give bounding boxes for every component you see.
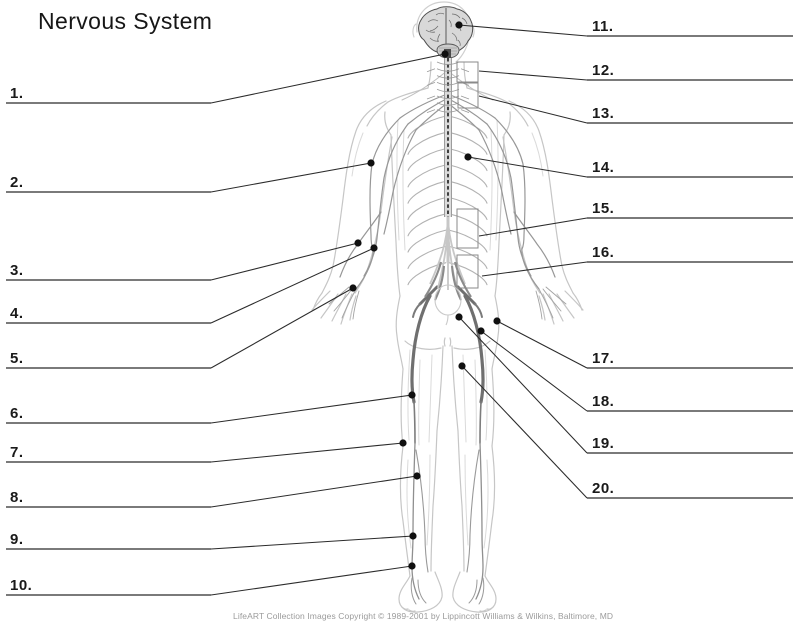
- label-leader-4: [6, 244, 378, 324]
- pointer-line-5: [210, 287, 354, 369]
- spine-segment-box-4: [456, 254, 479, 289]
- pointer-line-13: [478, 95, 588, 124]
- pointer-line-6: [210, 394, 413, 424]
- pointer-line-3: [210, 242, 359, 281]
- label-leader-8: [6, 472, 421, 508]
- pointer-dot-1: [441, 50, 449, 58]
- pointer-line-12: [478, 70, 588, 81]
- label-leader-2: [6, 159, 375, 193]
- pointer-line-9: [210, 535, 414, 550]
- label-leader-5: [6, 284, 357, 369]
- pointer-line-17: [496, 320, 588, 369]
- label-leader-12: [478, 70, 793, 81]
- label-leader-6: [6, 391, 416, 424]
- label-number-1: 1.: [10, 85, 24, 102]
- label-number-17: 17.: [592, 350, 615, 367]
- pointer-dot-3: [354, 239, 362, 247]
- label-number-3: 3.: [10, 262, 24, 279]
- pointer-dot-4: [370, 244, 378, 252]
- label-number-2: 2.: [10, 174, 24, 191]
- label-leader-7: [6, 439, 407, 463]
- pointer-line-16: [481, 261, 588, 277]
- pointer-dot-6: [408, 391, 416, 399]
- pointer-dot-17: [493, 317, 501, 325]
- label-leader-13: [478, 95, 793, 124]
- pointer-dot-20: [458, 362, 466, 370]
- label-leader-16: [481, 261, 793, 277]
- label-number-5: 5.: [10, 350, 24, 367]
- label-leader-3: [6, 239, 362, 281]
- label-number-18: 18.: [592, 393, 615, 410]
- pointer-dot-7: [399, 439, 407, 447]
- pointer-dot-11: [455, 21, 463, 29]
- pointer-dot-14: [464, 153, 472, 161]
- label-leader-10: [6, 562, 416, 596]
- label-number-6: 6.: [10, 405, 24, 422]
- label-number-4: 4.: [10, 305, 24, 322]
- label-number-13: 13.: [592, 105, 615, 122]
- spine-art: [424, 58, 472, 326]
- label-leader-9: [6, 532, 417, 550]
- pointer-line-20: [461, 365, 588, 499]
- pointer-line-2: [210, 162, 372, 193]
- page-title: Nervous System: [38, 8, 213, 34]
- label-number-12: 12.: [592, 62, 615, 79]
- label-leader-19: [455, 313, 793, 454]
- pointer-dot-5: [349, 284, 357, 292]
- pointer-dot-19: [455, 313, 463, 321]
- label-number-16: 16.: [592, 244, 615, 261]
- ribs-art: [407, 115, 447, 286]
- spine-segment-box-1: [456, 61, 479, 83]
- pointer-line-7: [210, 442, 404, 463]
- pointer-line-18: [480, 330, 588, 412]
- pointer-line-11: [458, 24, 588, 37]
- pointer-dot-10: [408, 562, 416, 570]
- label-leader-18: [477, 327, 793, 412]
- label-number-9: 9.: [10, 531, 24, 548]
- label-number-14: 14.: [592, 159, 615, 176]
- body-outline-art: [311, 61, 446, 613]
- label-number-20: 20.: [592, 480, 615, 497]
- spine-segment-box-3: [456, 208, 479, 249]
- label-leader-20: [458, 362, 793, 499]
- spine-segment-box-2: [457, 82, 479, 109]
- pointer-line-10: [210, 565, 413, 596]
- pointer-dot-9: [409, 532, 417, 540]
- label-number-7: 7.: [10, 444, 24, 461]
- pointer-line-1: [210, 53, 446, 104]
- label-leader-15: [478, 217, 793, 237]
- sacral-roots-art: [424, 261, 472, 301]
- label-number-8: 8.: [10, 489, 24, 506]
- pointer-dot-18: [477, 327, 485, 335]
- pointer-line-19: [458, 316, 588, 454]
- label-leader-14: [464, 153, 793, 178]
- label-number-19: 19.: [592, 435, 615, 452]
- pointer-dot-2: [367, 159, 375, 167]
- pointer-line-15: [478, 217, 588, 237]
- pointer-dot-8: [413, 472, 421, 480]
- pointer-line-8: [210, 475, 418, 508]
- label-leader-11: [455, 21, 793, 37]
- label-number-10: 10.: [10, 577, 33, 594]
- pointer-line-14: [467, 156, 588, 178]
- muscle-lines-art: [351, 119, 433, 549]
- pointer-line-4: [210, 247, 375, 324]
- label-number-15: 15.: [592, 200, 615, 217]
- cauda-equina-art: [429, 217, 466, 290]
- copyright-text: LifeART Collection Images Copyright © 19…: [233, 611, 614, 621]
- label-leader-1: [6, 50, 449, 104]
- label-number-11: 11.: [592, 18, 614, 35]
- label-leader-17: [493, 317, 793, 369]
